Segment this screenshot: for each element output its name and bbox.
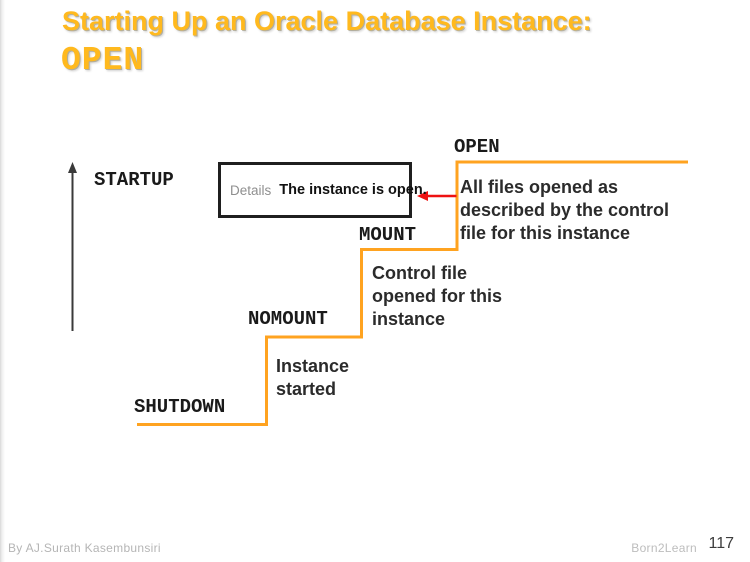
description-open: All files opened as described by the con…	[460, 177, 670, 243]
staircase-line	[137, 160, 688, 426]
red-arrow-head-icon	[417, 191, 428, 201]
footer-author: By AJ.Surath Kasembunsiri	[8, 541, 161, 555]
state-label-open: OPEN	[454, 136, 500, 158]
startup-arrow-head-icon	[68, 162, 77, 173]
footer-brand: Born2Learn	[631, 541, 697, 555]
details-box-text: The instance is open.	[279, 182, 427, 198]
slide-left-edge	[0, 0, 5, 562]
footer-page-number: 117	[708, 535, 734, 552]
details-box: Details The instance is open.	[218, 162, 427, 218]
slide-title: Starting Up an Oracle Database Instance:	[62, 6, 592, 36]
description-mount: Control file opened for this instance	[372, 263, 502, 329]
description-nomount: Instance started	[276, 356, 350, 399]
state-label-shutdown: SHUTDOWN	[134, 396, 226, 418]
state-label-mount: MOUNT	[359, 224, 417, 246]
details-box-prefix: Details	[230, 182, 272, 198]
axis-label-startup: STARTUP	[94, 169, 174, 191]
state-label-nomount: NOMOUNT	[248, 308, 328, 330]
slide-subtitle: OPEN	[61, 42, 145, 79]
